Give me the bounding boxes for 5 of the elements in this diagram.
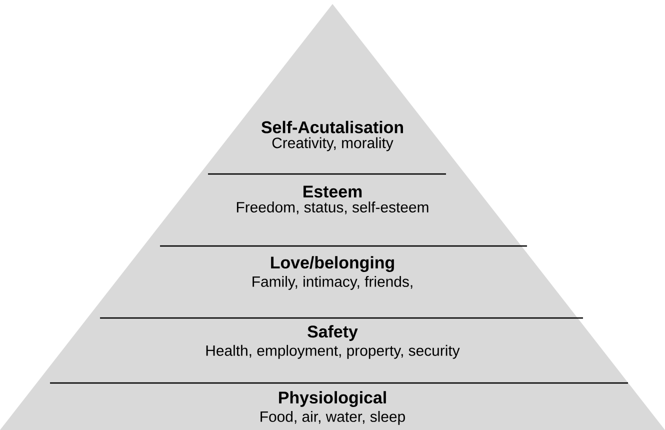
pyramid-level: Self-Acutalisation Creativity, morality xyxy=(200,4,466,174)
pyramid-level: Esteem Freedom, status, self-esteem xyxy=(144,174,522,246)
pyramid-level: Physiological Food, air, water, sleep xyxy=(0,383,665,430)
pyramid-level: Safety Health, employment, property, security xyxy=(36,318,628,383)
pyramid-level: Love/belonging Family, intimacy, friends, xyxy=(87,246,578,318)
